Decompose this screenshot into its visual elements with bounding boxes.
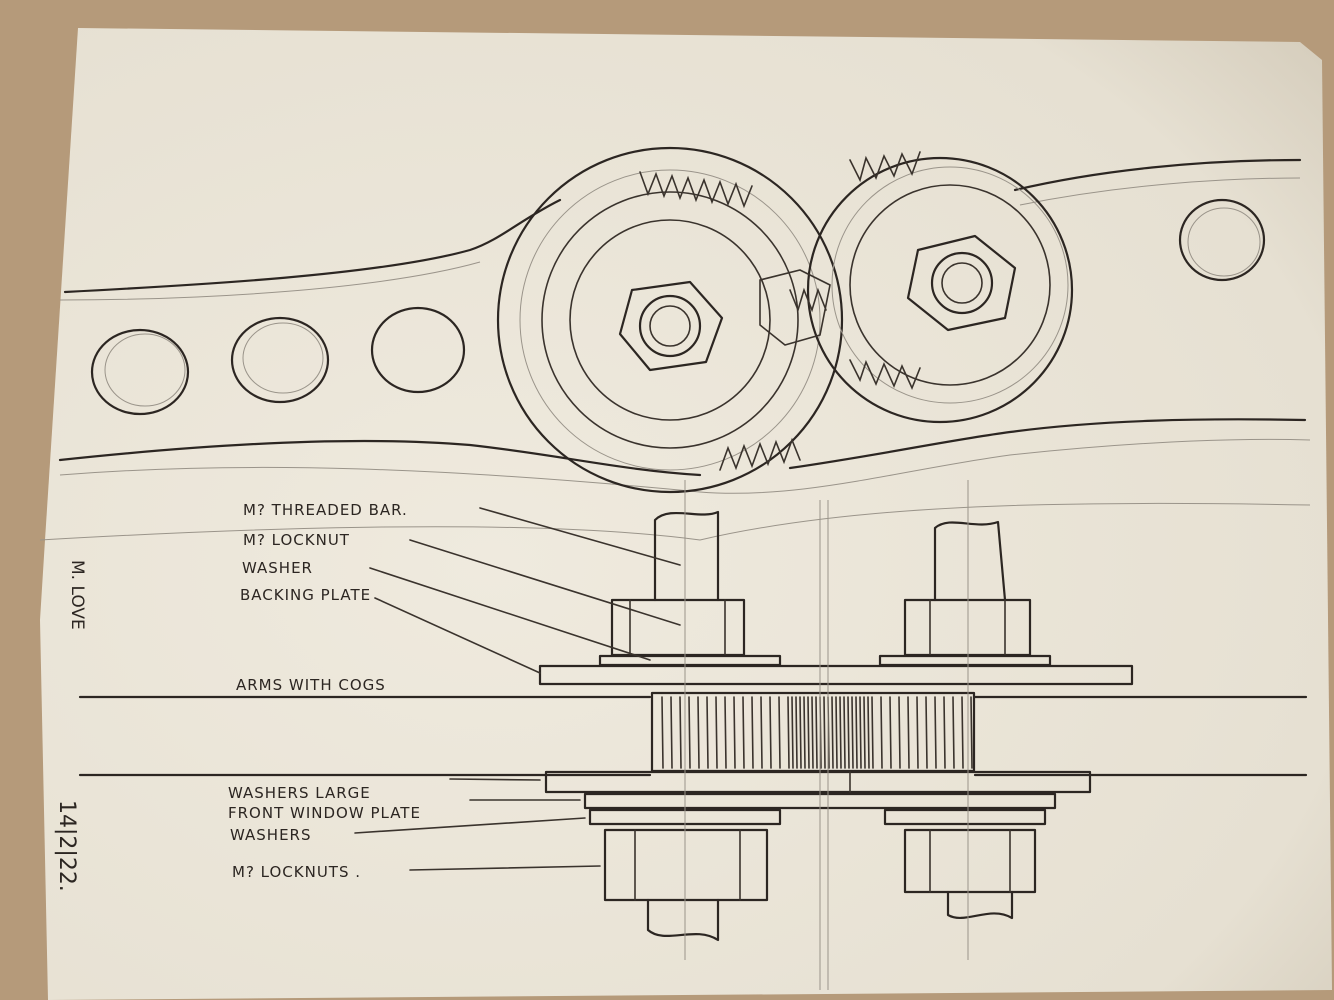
cog-tooth-hatch <box>715 696 718 769</box>
label-locknuts: M? LOCKNUTS . <box>232 863 361 881</box>
hex-nut-left <box>618 280 724 372</box>
locknut-bottom-right <box>903 828 1037 894</box>
cog-tooth-hatch <box>859 696 862 769</box>
label-washers-large: WASHERS LARGE <box>228 784 371 802</box>
cog-tooth-hatch <box>839 696 842 769</box>
cog-tooth-hatch <box>706 696 709 769</box>
signature: M. LOVE <box>67 560 87 630</box>
locknut-bottom-left <box>603 828 769 902</box>
cog-tooth-hatch <box>803 696 806 769</box>
cog-tooth-hatch <box>831 696 834 769</box>
cog-tooth-hatch <box>778 696 781 769</box>
hex-nut-right <box>906 234 1017 332</box>
arm-holes <box>90 198 1266 416</box>
cog-tooth-hatch <box>961 696 964 769</box>
cog-tooth-hatch <box>742 696 745 769</box>
cog-assembly-top-view <box>496 146 1074 494</box>
cog-tooth-hatch <box>724 696 727 769</box>
washers-large <box>544 770 1092 794</box>
cog-tooth-hatch <box>815 696 818 769</box>
cog-tooth-hatch <box>787 696 790 769</box>
cog-tooth-hatch <box>851 696 854 769</box>
callout-labels: M? THREADED BAR. M? LOCKNUT WASHER BACKI… <box>54 501 421 892</box>
cog-tooth-hatch <box>679 696 682 769</box>
cog-tooth-hatch <box>952 696 955 769</box>
cog-tooth-hatch <box>769 696 772 769</box>
cog-tooth-hatch <box>871 696 874 769</box>
cog-tooth-hatch <box>811 696 814 769</box>
date: 14|2|22. <box>54 800 79 892</box>
label-threaded-bar: M? THREADED BAR. <box>243 501 408 519</box>
cog-tooth-hatch <box>970 696 973 769</box>
cog-tooth-hatch <box>791 696 794 769</box>
cog-tooth-hatch <box>934 696 937 769</box>
label-front-window-plate: FRONT WINDOW PLATE <box>228 804 421 822</box>
cog-tooth-hatch <box>751 696 754 769</box>
cog-tooth-hatch <box>907 696 910 769</box>
label-backing-plate: BACKING PLATE <box>240 586 371 604</box>
label-arms-with-cogs: ARMS WITH COGS <box>236 676 386 694</box>
cog-tooth-hatch <box>688 696 691 769</box>
cog-tooth-hatch <box>863 696 866 769</box>
cog-tooth-hatch <box>847 696 850 769</box>
cog-tooth-hatch <box>795 696 798 769</box>
cog-tooth-hatch <box>855 696 858 769</box>
cog-tooth-hatch <box>943 696 946 769</box>
cog-tooth-hatch <box>760 696 763 769</box>
top-view-arm <box>58 158 1311 494</box>
cog-tooth-hatch <box>733 696 736 769</box>
leader-lines <box>354 507 681 871</box>
label-washers: WASHERS <box>230 826 312 844</box>
label-washer: WASHER <box>242 559 313 577</box>
cog-tooth-hatch <box>670 696 673 769</box>
backing-plate <box>538 664 1134 686</box>
cog-tooth-hatch <box>880 696 883 769</box>
cog-tooth-hatch <box>807 696 810 769</box>
cog-tooth-hatch <box>799 696 802 769</box>
label-locknut: M? LOCKNUT <box>243 531 350 549</box>
side-view-assembly <box>39 480 1311 990</box>
cog-tooth-hatch <box>661 696 664 769</box>
cog-tooth-hatch <box>867 696 870 769</box>
cog-tooth-hatch <box>835 696 838 769</box>
cog-tooth-hatch <box>823 696 826 769</box>
cog-tooth-hatch <box>697 696 700 769</box>
cog-tooth-hatch <box>889 696 892 769</box>
cog-tooth-hatch <box>898 696 901 769</box>
cog-tooth-hatch <box>843 696 846 769</box>
cog-tooth-hatch <box>916 696 919 769</box>
cog-tooth-hatch <box>925 696 928 769</box>
